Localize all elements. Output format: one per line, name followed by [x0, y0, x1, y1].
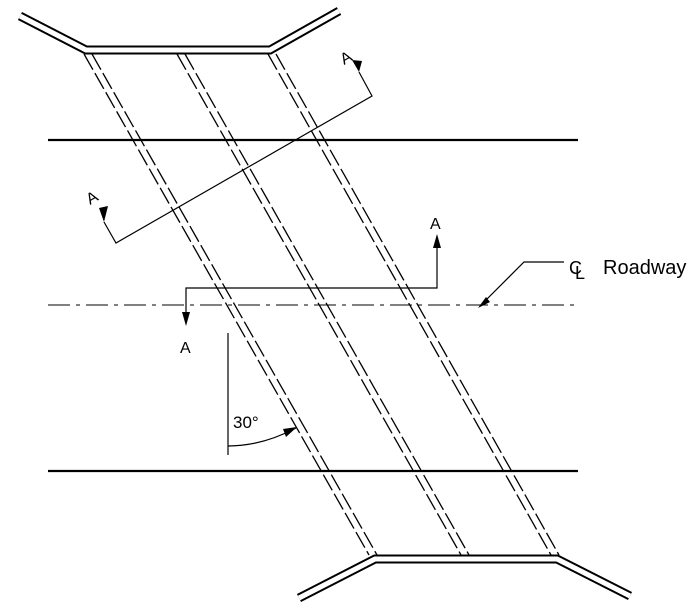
pipe-3 — [267, 53, 560, 556]
section-label-upper-right: A — [338, 48, 356, 68]
headwall-bottom — [296, 554, 633, 603]
angle-arrowhead — [283, 427, 297, 437]
section-cut-skewed — [103, 71, 373, 244]
arrowhead-upper-right — [352, 60, 362, 72]
centerline-symbol-l: L — [575, 263, 585, 283]
headwall-top — [17, 7, 342, 55]
centerline-symbol: C L — [569, 258, 585, 283]
centerline-leader-arrowhead — [478, 297, 490, 308]
skew-angle-label: 30° — [233, 413, 259, 432]
section-cut-normal — [185, 237, 438, 322]
arrowhead-center-top — [433, 234, 441, 248]
arrowhead-center-bottom — [182, 312, 190, 326]
section-label-center-top: A — [430, 216, 441, 233]
section-label-upper-left: A — [84, 188, 102, 208]
arrowhead-upper-left — [99, 206, 108, 222]
section-label-center-bottom: A — [180, 340, 191, 357]
centerline-label: Roadway — [603, 257, 686, 279]
centerline-symbol-c: C — [569, 258, 582, 278]
pipe-2 — [176, 53, 470, 556]
pipe-1 — [83, 53, 378, 556]
centerline-leader — [479, 261, 564, 307]
